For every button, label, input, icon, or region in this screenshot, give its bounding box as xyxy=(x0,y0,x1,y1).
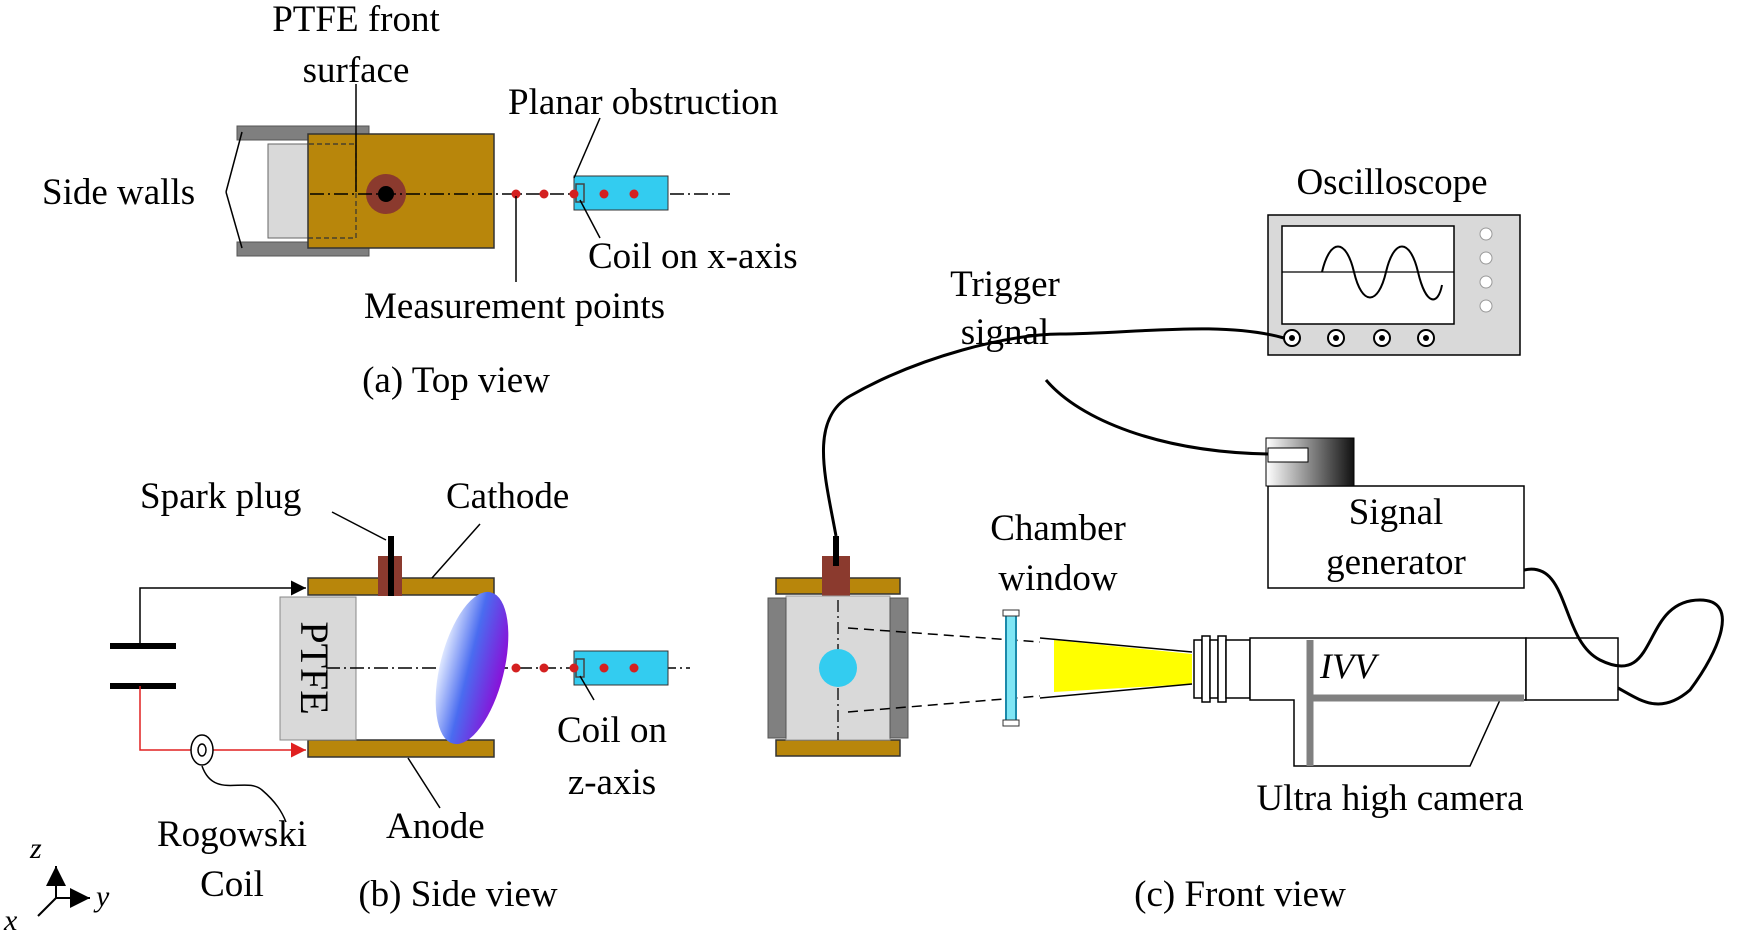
cable-generator-to-camera xyxy=(1523,567,1724,706)
front-view: IVV Oscilloscope Trigger signal Signal g… xyxy=(767,162,1724,915)
axis-z-label: z xyxy=(29,832,42,865)
circuit-wire-lower xyxy=(139,686,306,758)
label-planar-obstruction: Planar obstruction xyxy=(508,82,778,123)
circuit-wire-upper xyxy=(139,580,306,646)
leader-anode xyxy=(407,757,441,809)
chamber-window-cap-top xyxy=(1002,609,1020,617)
label-coil-z-line1: Coil on xyxy=(557,710,667,751)
oscilloscope-knob xyxy=(1479,227,1493,241)
camera-lens-ring-1 xyxy=(1193,639,1203,699)
front-side-wall-left xyxy=(767,597,787,739)
label-rogowski-line2: Coil xyxy=(200,864,264,905)
label-chamber-line1: Chamber xyxy=(990,508,1126,549)
anode-plate xyxy=(307,739,495,758)
rogowski-coil-outer xyxy=(190,734,214,766)
side-ptfe-block xyxy=(279,596,357,741)
chamber-window xyxy=(1005,611,1017,725)
front-anode-plate xyxy=(775,739,901,757)
camera-lens-ring-3 xyxy=(1209,639,1219,699)
coordinate-axes: z y x xyxy=(3,832,110,936)
label-signal-gen-line1: Signal xyxy=(1349,492,1444,533)
ptfe-front-surface-outline xyxy=(308,143,357,239)
oscilloscope-knob xyxy=(1479,275,1493,289)
beam-edge-lower xyxy=(1039,683,1193,699)
oscilloscope-port xyxy=(1379,335,1385,341)
camera-lens-ring-4 xyxy=(1217,635,1227,703)
label-trigger-line2: signal xyxy=(961,312,1049,353)
measurement-point xyxy=(599,189,609,199)
leader-planar-obstruction xyxy=(573,117,601,179)
oscilloscope-knob xyxy=(1479,299,1493,313)
side-view: PTFE Spark plug Cathode Anode Coil on z-… xyxy=(110,476,690,915)
front-coil-target xyxy=(819,649,857,687)
label-camera: Ultra high camera xyxy=(1256,778,1523,819)
caption-top-view: (a) Top view xyxy=(362,360,550,401)
oscilloscope-port xyxy=(1289,335,1295,341)
plasma-plume xyxy=(435,591,509,745)
signal-generator xyxy=(1267,485,1525,589)
label-trigger-line1: Trigger xyxy=(950,264,1060,305)
cable-oscilloscope-to-generator xyxy=(1044,379,1269,456)
leader-spark-plug xyxy=(331,511,387,541)
measurement-point xyxy=(629,189,639,199)
measurement-point xyxy=(569,663,579,673)
oscilloscope-port xyxy=(1423,335,1429,341)
measurement-point xyxy=(629,663,639,673)
camera-body xyxy=(1249,637,1527,767)
leader-coil-z xyxy=(579,675,595,701)
leader-side-walls-upper xyxy=(225,131,243,193)
measurement-point xyxy=(539,663,549,673)
camera-sensor-back xyxy=(1525,637,1619,701)
label-rogowski-line1: Rogowski xyxy=(157,814,307,855)
leader-cathode xyxy=(431,523,481,579)
caption-front-view: (c) Front view xyxy=(1134,874,1346,915)
side-planar-obstruction xyxy=(573,650,669,686)
oscilloscope-waveform xyxy=(1321,245,1443,301)
measurement-point xyxy=(511,663,521,673)
spark-plug-rod xyxy=(388,536,394,596)
label-ptfe-front-line2: surface xyxy=(303,50,410,91)
trigger-cable-to-oscilloscope xyxy=(822,327,1285,537)
label-signal-gen-line2: generator xyxy=(1326,542,1466,583)
leader-coil-x xyxy=(579,199,601,239)
oscilloscope-knob xyxy=(1479,251,1493,265)
caption-side-view: (b) Side view xyxy=(358,874,558,915)
label-cathode: Cathode xyxy=(446,476,569,517)
label-coil-z-line2: z-axis xyxy=(568,762,656,803)
axis-x-line xyxy=(37,897,57,917)
label-oscilloscope: Oscilloscope xyxy=(1296,162,1487,203)
camera-lens-ring-5 xyxy=(1225,639,1251,699)
front-side-wall-right xyxy=(889,597,909,739)
label-side-walls: Side walls xyxy=(42,172,195,213)
rogowski-coil-lead xyxy=(201,765,287,823)
leader-side-walls xyxy=(222,132,237,248)
light-beam xyxy=(1054,640,1192,692)
chamber-window-cap-bottom xyxy=(1002,719,1020,727)
axis-x-label: x xyxy=(3,904,18,936)
beam-edge-upper xyxy=(1039,637,1193,653)
oscilloscope-screen xyxy=(1281,225,1455,325)
camera-lens-ring-2 xyxy=(1201,635,1211,703)
front-spark-plug-rod xyxy=(833,536,839,566)
rogowski-coil-inner xyxy=(197,743,207,757)
label-spark-plug: Spark plug xyxy=(140,476,301,517)
label-ivv: IVV xyxy=(1319,646,1380,686)
label-anode: Anode xyxy=(386,806,485,847)
measurement-point xyxy=(539,189,549,199)
signal-generator-plug xyxy=(1267,447,1309,463)
label-ptfe-front-line1: PTFE front xyxy=(272,0,440,40)
axis-y-label: y xyxy=(93,880,110,913)
label-coil-x: Coil on x-axis xyxy=(588,236,798,277)
measurement-point xyxy=(569,189,579,199)
measurement-point xyxy=(511,189,521,199)
top-view: PTFE front surface Planar obstruction Si… xyxy=(42,0,798,401)
label-measurement-points: Measurement points xyxy=(364,286,665,327)
measurement-point xyxy=(599,663,609,673)
leader-side-walls-lower xyxy=(225,191,243,249)
top-planar-obstruction xyxy=(573,175,669,211)
oscilloscope-port xyxy=(1333,335,1339,341)
label-chamber-line2: window xyxy=(998,558,1118,599)
